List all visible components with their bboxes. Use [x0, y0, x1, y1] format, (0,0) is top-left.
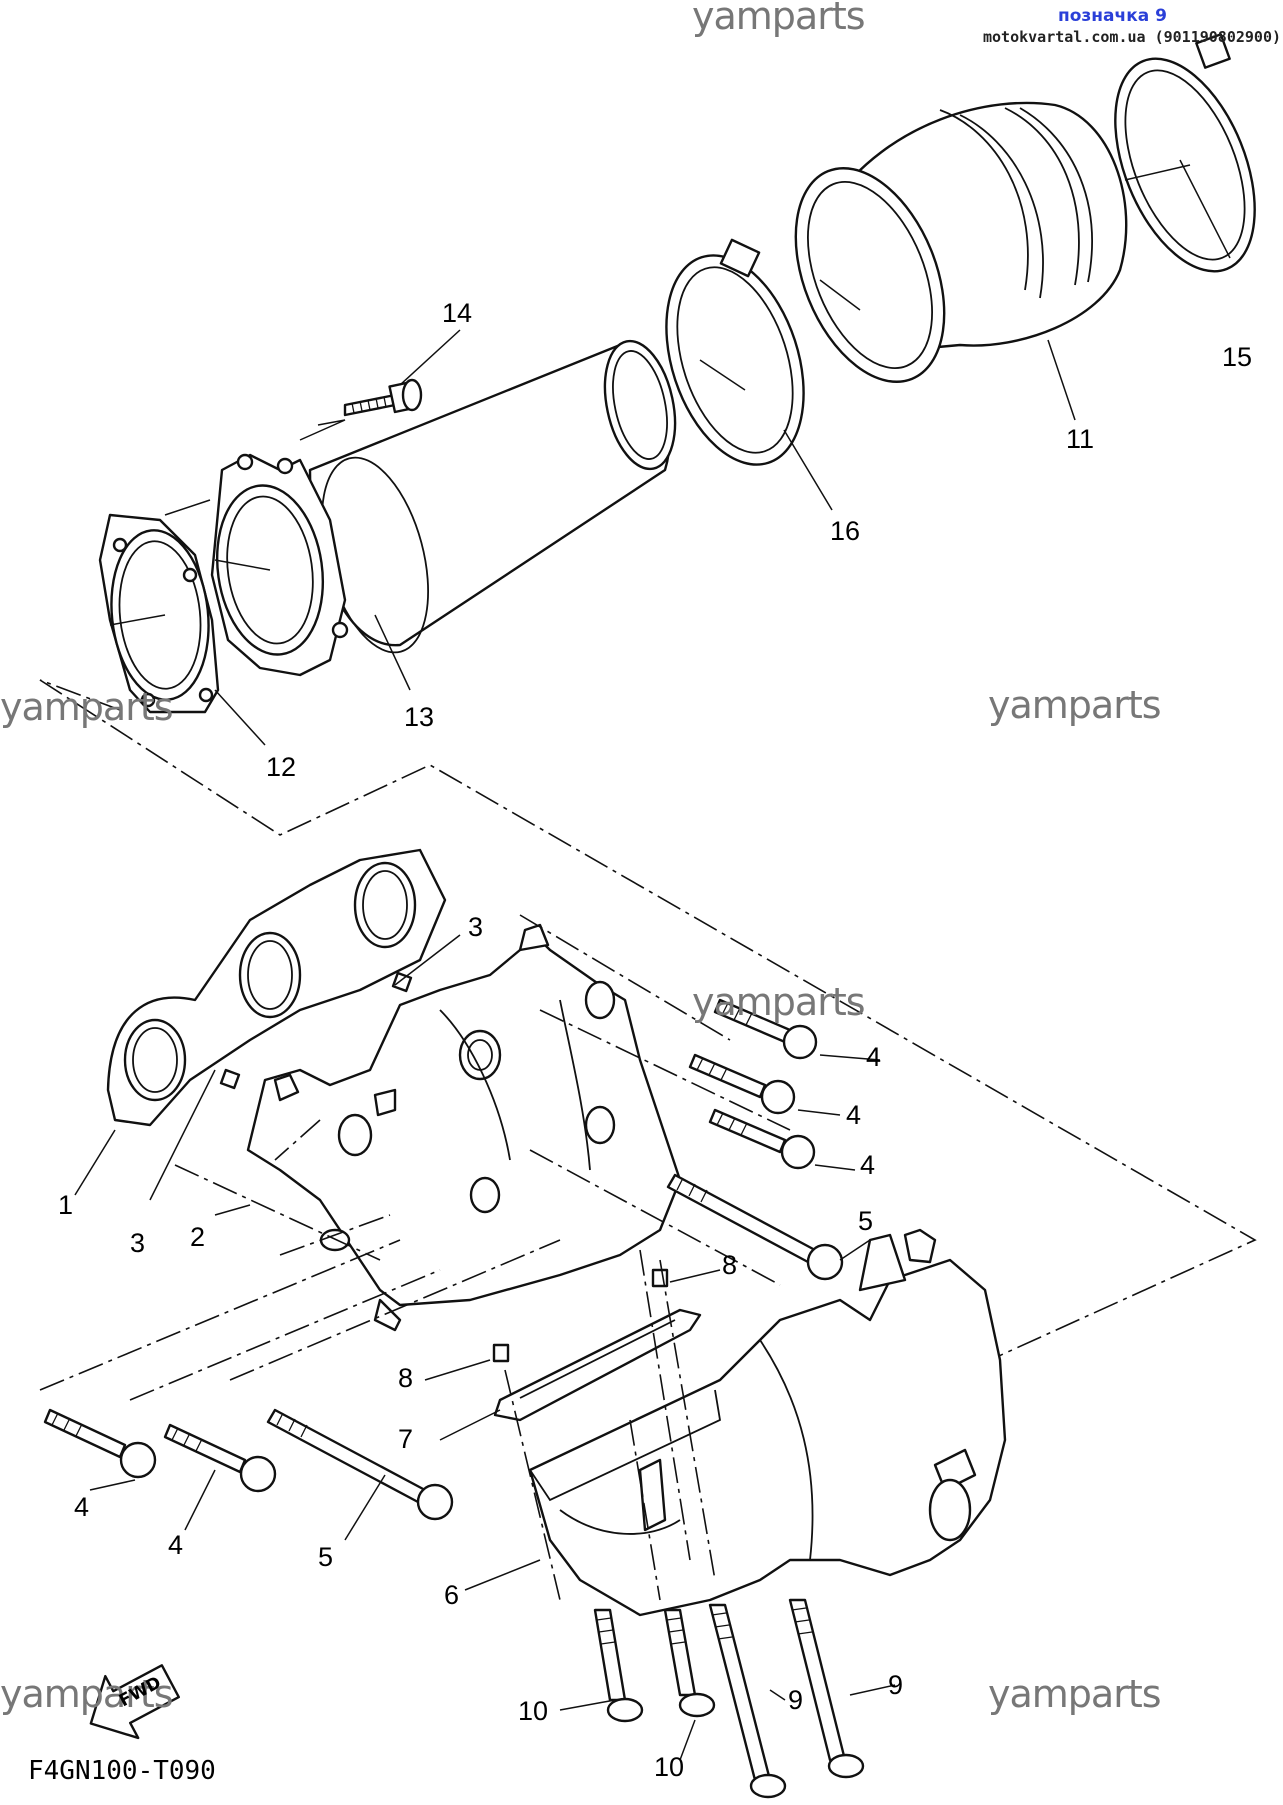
cylinder-gasket-7 [493, 1308, 702, 1422]
watermark: yamparts [988, 1672, 1162, 1716]
callout-10: 10 [654, 1752, 685, 1782]
watermark: yamparts [692, 980, 866, 1024]
callout-5: 5 [858, 1206, 874, 1236]
exhaust-pipe-13 [210, 339, 677, 677]
leaders-lower [39, 914, 896, 1761]
watermark: yamparts [692, 0, 866, 38]
callout-1: 1 [58, 1190, 74, 1220]
callout-9: 9 [888, 1670, 904, 1700]
callout-3: 3 [130, 1228, 146, 1258]
watermark: yamparts [0, 685, 174, 729]
callout-4: 4 [74, 1492, 90, 1522]
bolt-14 [343, 378, 423, 417]
bolts-4-right [688, 998, 818, 1170]
assembly-frame-lines [39, 679, 1257, 1361]
callout-3: 3 [468, 912, 484, 942]
callout-2: 2 [190, 1222, 206, 1252]
bolt-5-right [666, 1173, 844, 1281]
exhaust-manifold-2 [246, 923, 682, 1332]
callout-11: 11 [1066, 424, 1095, 454]
dowel-pins-8 [492, 1268, 669, 1363]
site-label: motokvartal.com.ua (901190802900) [983, 28, 1282, 46]
callout-4: 4 [168, 1530, 184, 1560]
callout-4: 4 [846, 1100, 862, 1130]
clamp-16 [665, 238, 805, 466]
leaders-upper [109, 159, 1231, 746]
bolts-9-10 [593, 1598, 865, 1799]
callout-4: 4 [866, 1042, 882, 1072]
callout-12: 12 [266, 752, 297, 782]
dowel-pins-3 [219, 971, 413, 1090]
manifold-gasket-1 [106, 848, 447, 1127]
callout-9: 9 [788, 1685, 804, 1715]
callout-8: 8 [722, 1250, 738, 1280]
callout-5: 5 [318, 1542, 334, 1572]
callout-4: 4 [860, 1150, 876, 1180]
gasket-12 [98, 513, 220, 714]
callout-14: 14 [442, 298, 473, 328]
callout-15: 15 [1222, 342, 1253, 372]
reference-label: позначка 9 [1058, 6, 1167, 26]
callout-10: 10 [518, 1696, 549, 1726]
figure-code: F4GN100-T090 [28, 1756, 216, 1786]
callout-8: 8 [398, 1363, 414, 1393]
watermark: yamparts [988, 683, 1162, 727]
clamp-15 [1114, 33, 1256, 273]
watermark: yamparts [0, 1672, 174, 1716]
callout-13: 13 [404, 702, 435, 732]
callout-7: 7 [398, 1424, 414, 1454]
fwd-arrow-icon [89, 1664, 180, 1740]
callout-6: 6 [444, 1580, 460, 1610]
bolts-lower-left [43, 1408, 454, 1521]
callout-16: 16 [830, 516, 861, 546]
hose-11 [794, 101, 1128, 383]
cylinder-6 [528, 1228, 1007, 1617]
